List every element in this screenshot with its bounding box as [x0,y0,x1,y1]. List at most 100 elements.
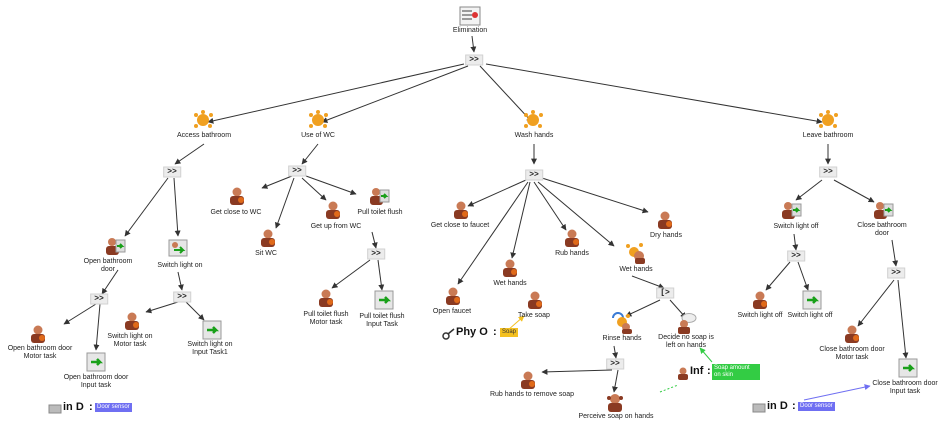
user-task-icon[interactable] [562,228,582,248]
task-label: Switch light on [157,262,203,269]
interaction-task-icon[interactable] [104,236,126,256]
object-tag-soap-amount[interactable]: Soap amount on skin [712,364,760,380]
user-task-icon[interactable] [316,288,336,308]
task-label: Switch light off [787,312,833,319]
task-label: Open faucet [432,308,472,315]
operator-enabling-wc: >> [288,165,306,177]
input-task-icon[interactable] [374,290,394,310]
edge [207,63,465,124]
task-label: Sit WC [255,250,277,257]
task-label: Open bathroom door Input task [63,374,129,390]
abstract-task-icon[interactable] [522,110,544,130]
task-label: Rub hands to remove soap [489,391,575,398]
edge [891,239,899,267]
interaction-task-icon[interactable] [780,200,802,220]
input-device-icon [752,401,766,413]
task-label: Rinse hands [602,335,642,342]
task-label: Switch light on Motor task [107,333,153,349]
edge [792,233,799,251]
edge [371,231,378,249]
cognitive-task-icon[interactable] [676,312,698,334]
edge [625,299,661,317]
edge [795,179,823,201]
edge [275,177,295,229]
user-task-icon[interactable] [518,370,538,390]
operator-enabling-rinse: >> [606,358,624,370]
task-label: Switch light off [773,223,819,230]
user-task-icon[interactable] [655,210,675,230]
edge [301,143,319,165]
task-label: Switch light on Input Task1 [187,341,233,357]
perception-task-icon[interactable] [604,392,626,412]
input-task-icon[interactable] [802,290,822,310]
operator-enabling-open-door: >> [90,293,108,305]
edge [331,259,371,289]
input-device-icon [48,402,62,414]
object-tag-door-sensor[interactable]: Door sensor [798,402,835,411]
user-task-icon[interactable] [525,290,545,310]
object-prefix: Inf [690,365,704,377]
object-tag-door-sensor[interactable]: Door sensor [95,403,132,412]
user-task-icon[interactable] [750,290,770,310]
object-prefix: in D [767,400,788,412]
operator-enabling-close-door: >> [887,267,905,279]
user-task-icon[interactable] [451,200,471,220]
task-label: Open bathroom door [83,258,133,274]
task-label: Decide no soap is left on hands [658,334,714,350]
interaction-task-icon[interactable] [168,238,190,258]
edge [765,261,791,291]
link-arrow [659,384,679,393]
task-label: Open bathroom door Motor task [7,345,73,361]
object-separator: : [89,401,93,413]
interaction-task-icon[interactable] [872,200,894,220]
task-label: Pull toilet flush [357,209,403,216]
task-label: Get close to faucet [430,222,490,229]
edge [541,177,649,214]
edge [301,177,327,201]
root-task-icon[interactable] [459,6,481,26]
edge [485,63,823,125]
information-object-icon [676,366,690,380]
task-label: Rub hands [555,250,589,257]
user-task-icon[interactable] [122,311,142,331]
object-tag-soap[interactable]: Soap [500,328,519,337]
edge [63,303,97,325]
edge [124,177,169,237]
input-task-icon[interactable] [898,358,918,378]
user-task-icon[interactable] [323,200,343,220]
operator-enabling-switch-off: >> [787,250,805,262]
edge [533,181,567,231]
task-label: Get up from WC [310,223,362,230]
edge [173,177,181,237]
task-label: Dry hands [650,232,682,239]
edge [612,369,619,393]
abstract-user-task-icon[interactable] [610,312,634,334]
link-arrow [803,384,871,401]
user-task-icon[interactable] [28,324,48,344]
edge [261,175,293,189]
input-task-icon[interactable] [202,320,222,340]
operator-enabling-switch-on: >> [173,291,191,303]
task-label: Close bathroom door Motor task [819,346,885,362]
edge [305,175,357,195]
edge [857,279,895,327]
task-label: Close bathroom door Input task [872,380,938,396]
abstract-task-icon[interactable] [817,110,839,130]
user-task-icon[interactable] [258,228,278,248]
user-task-icon[interactable] [842,324,862,344]
abstract-task-icon[interactable] [192,110,214,130]
interaction-task-icon[interactable] [368,186,390,206]
edge [541,368,613,375]
edge [510,181,531,259]
user-task-icon[interactable] [500,258,520,278]
edge [145,301,179,314]
edge [185,301,205,321]
user-task-icon[interactable] [443,286,463,306]
goal-access-label: Access bathroom [176,132,232,139]
edge [177,271,184,291]
task-label: Wet hands [619,266,653,273]
abstract-task-icon[interactable] [307,110,329,130]
input-task-icon[interactable] [86,352,106,372]
abstract-user-task-icon[interactable] [624,242,648,264]
user-task-icon[interactable] [227,186,247,206]
